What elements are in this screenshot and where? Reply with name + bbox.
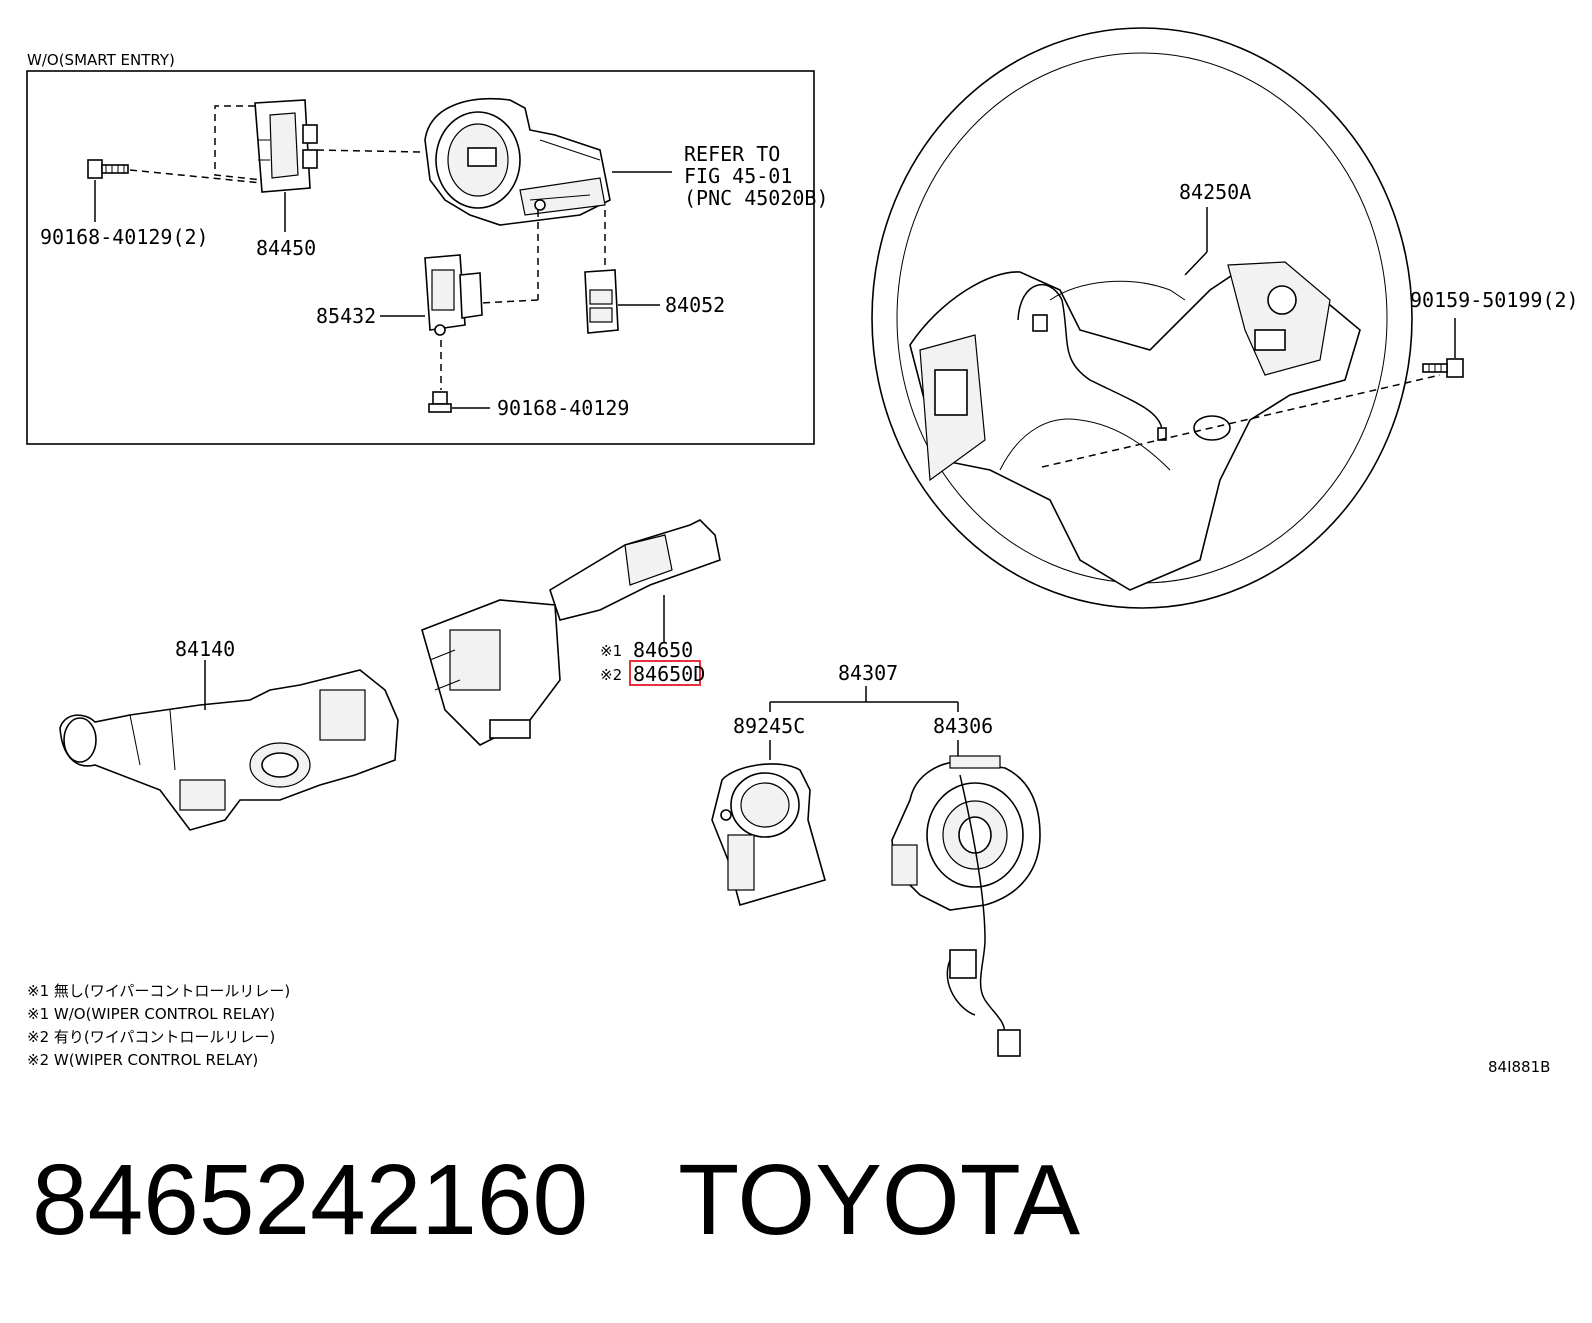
note-line-2: ※1 W/O(WIPER CONTROL RELAY) bbox=[27, 1005, 275, 1023]
label-90168-40129-2: 90168-40129(2) bbox=[40, 225, 209, 249]
wiper-switch-84650-icon bbox=[421, 519, 721, 746]
label-84650D: 84650D bbox=[633, 662, 705, 686]
label-84307: 84307 bbox=[838, 661, 898, 685]
label-84450: 84450 bbox=[256, 236, 316, 260]
note-line-3: ※2 有り(ワイパコントロールリレー) bbox=[27, 1028, 275, 1046]
refer-line-3: (PNC 45020B) bbox=[684, 186, 829, 210]
notes-block: ※1 無し(ワイパーコントロールリレー) ※1 W/O(WIPER CONTRO… bbox=[27, 982, 290, 1069]
switch-84450-icon bbox=[254, 99, 318, 193]
refer-line-1: REFER TO bbox=[684, 142, 780, 166]
inset-smart-entry: W/O(SMART ENTRY) 90168-40129(2) 84450 bbox=[26, 51, 829, 445]
steering-wheel-icon bbox=[871, 27, 1413, 609]
combination-switch-84140-icon bbox=[59, 669, 399, 831]
screw-right-icon bbox=[1422, 358, 1464, 378]
part-number: 8465242160 bbox=[32, 1144, 589, 1256]
inset-frame bbox=[26, 70, 815, 445]
figure-code: 84I881B bbox=[1488, 1058, 1550, 1076]
label-90159-50199-2: 90159-50199(2) bbox=[1410, 288, 1579, 312]
label-84052: 84052 bbox=[665, 293, 725, 317]
highlight-box bbox=[629, 660, 701, 686]
note-marker-1: ※1 bbox=[600, 642, 622, 660]
refer-line-2: FIG 45-01 bbox=[684, 164, 792, 188]
label-84140: 84140 bbox=[175, 637, 235, 661]
key-cylinder-housing-icon bbox=[424, 98, 611, 226]
switch-84052-icon bbox=[584, 269, 619, 334]
label-85432: 85432 bbox=[316, 304, 376, 328]
label-84250A: 84250A bbox=[1179, 180, 1251, 204]
label-90168-40129: 90168-40129 bbox=[497, 396, 629, 420]
label-84306: 84306 bbox=[933, 714, 993, 738]
bolt-bottom-icon bbox=[428, 391, 452, 413]
bolt-left-icon bbox=[87, 159, 129, 179]
inset-title: W/O(SMART ENTRY) bbox=[27, 51, 175, 69]
note-marker-2: ※2 bbox=[600, 666, 622, 684]
note-line-1: ※1 無し(ワイパーコントロールリレー) bbox=[27, 982, 290, 1000]
spiral-cable-84306-icon bbox=[891, 755, 1041, 1057]
footer-caption: 8465242160 TOYOTA bbox=[32, 1140, 1080, 1260]
brand-name: TOYOTA bbox=[678, 1144, 1081, 1256]
note-line-4: ※2 W(WIPER CONTROL RELAY) bbox=[27, 1051, 258, 1069]
label-89245C: 89245C bbox=[733, 714, 805, 738]
sensor-85432-icon bbox=[424, 254, 483, 336]
steering-sensor-89245C-icon bbox=[711, 763, 826, 906]
label-84650: 84650 bbox=[633, 638, 693, 662]
